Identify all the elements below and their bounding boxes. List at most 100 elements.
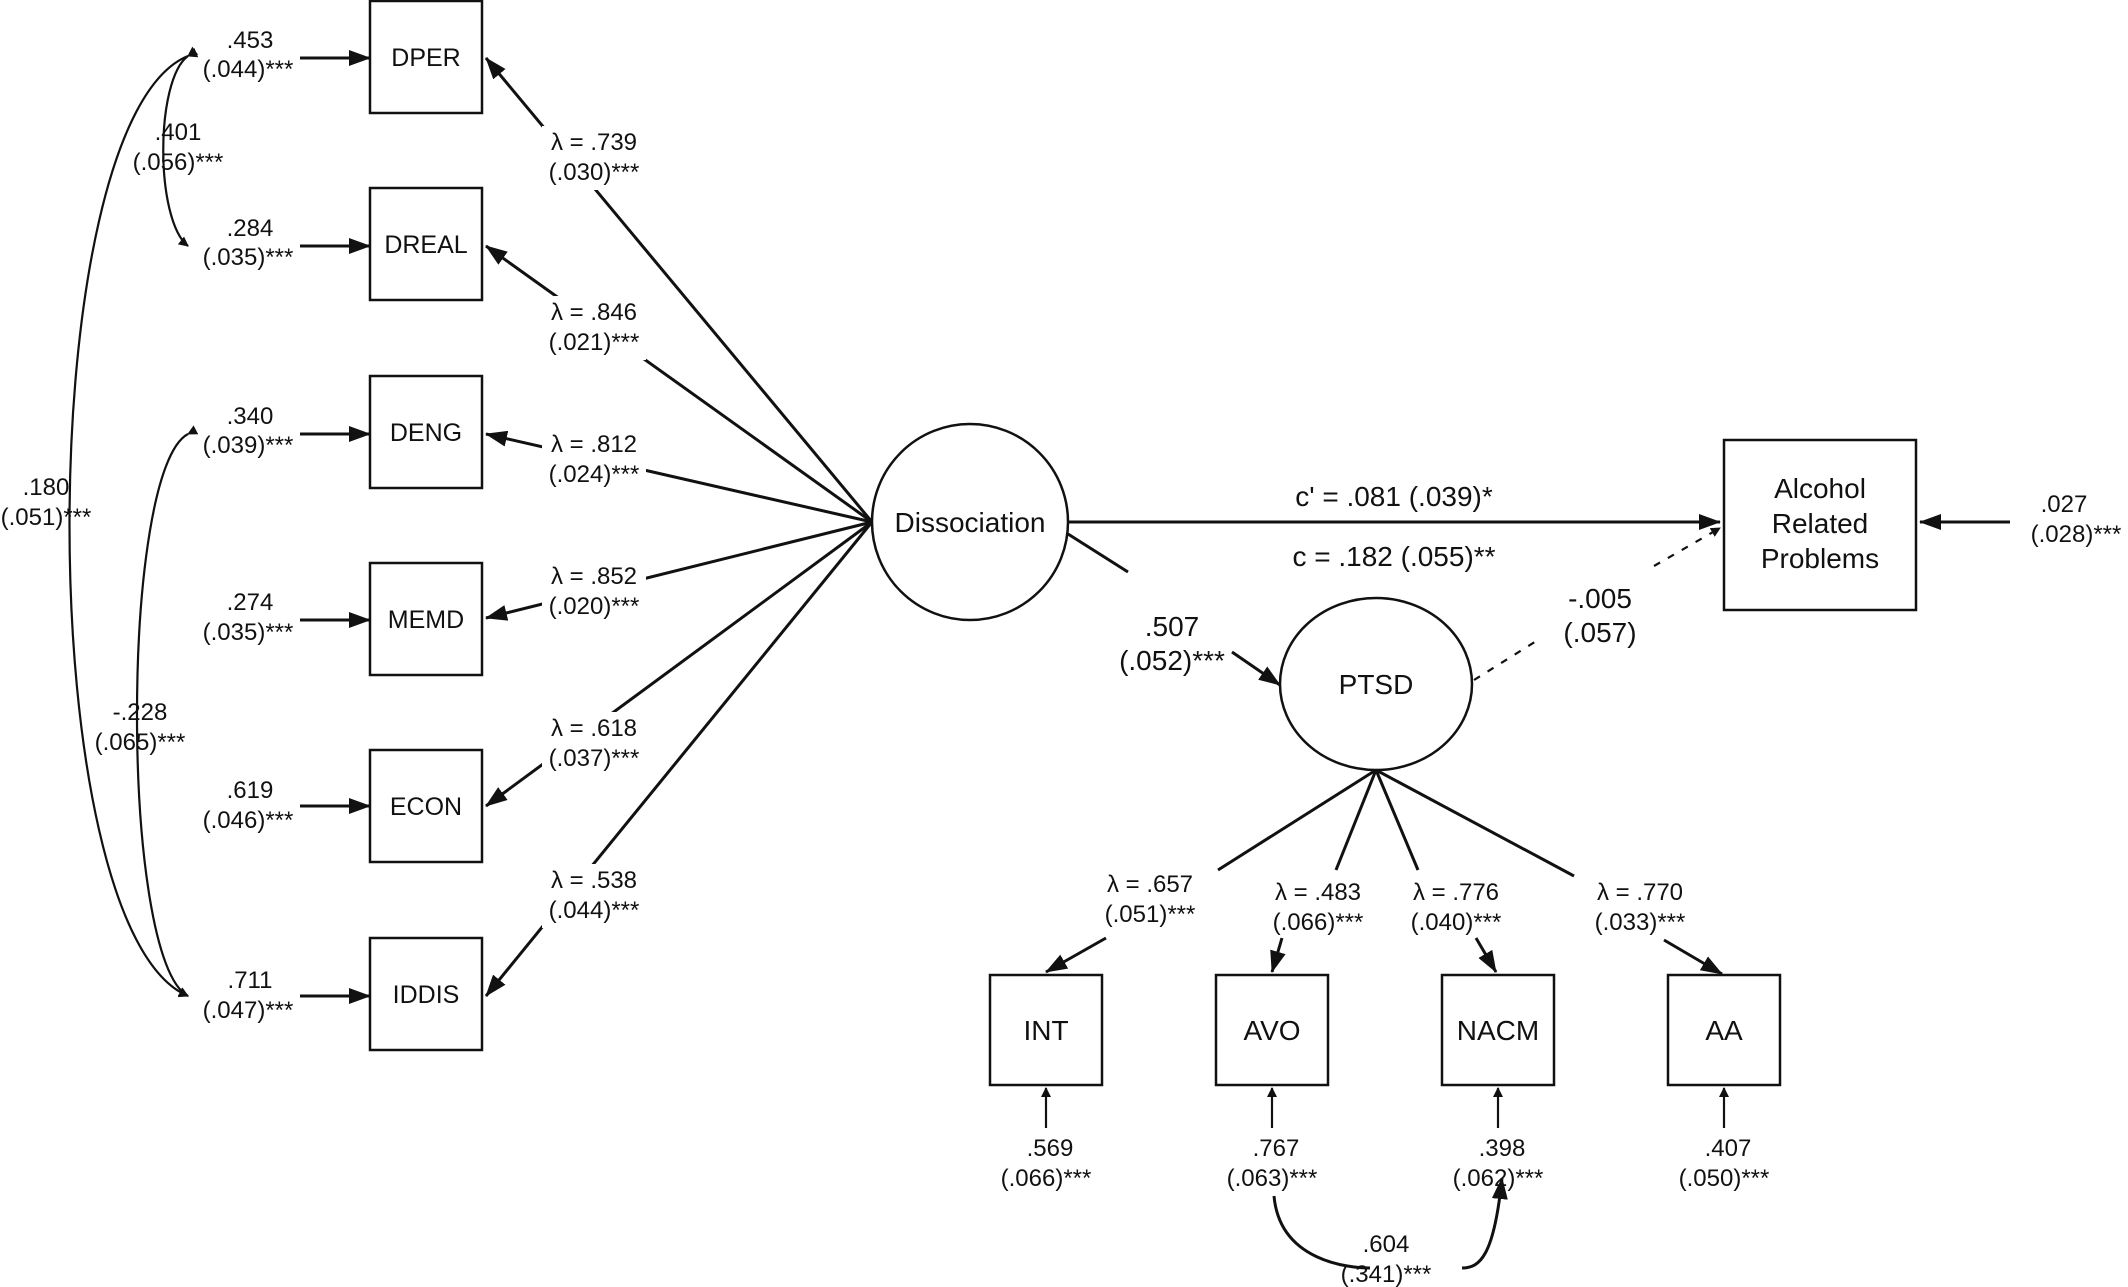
- indicator-box-iddis: [368, 936, 484, 1052]
- loading-se-deng: (.024)***: [549, 461, 640, 488]
- error-est-iddis: .711: [228, 967, 273, 994]
- correlation-se-deng-iddis: (.065)***: [95, 729, 186, 756]
- path-a-se: (.052)***: [1119, 645, 1225, 676]
- ptsd-loading-arrow-int: [1045, 936, 1107, 974]
- ptsd-loading-arrow-nacm: [1474, 937, 1498, 973]
- loading-dreal: λ = .846: [551, 299, 637, 326]
- ptsd-loading-se-int: (.051)***: [1105, 901, 1196, 928]
- correlation-curve-deng-iddis: [135, 425, 199, 997]
- ptsd-error-se-aa: (.050)***: [1679, 1165, 1770, 1192]
- loading-dper: λ = .739: [551, 129, 637, 156]
- ptsd-indicator-box-aa: [1666, 973, 1782, 1087]
- latent-dissociation-label: Dissociation: [895, 507, 1046, 538]
- ptsd-error-est-nacm: .398: [1479, 1135, 1526, 1162]
- error-est-econ: .619: [227, 777, 274, 804]
- ptsd-loading-arrow-avo: [1270, 937, 1286, 973]
- loading-se-iddis: (.044)***: [549, 897, 640, 924]
- ptsd-indicator-label-nacm: NACM: [1457, 1015, 1539, 1046]
- ptsd-loading-int: λ = .657: [1107, 871, 1193, 898]
- error-est-memd: .274: [227, 589, 274, 616]
- loading-se-dper: (.030)***: [549, 159, 640, 186]
- indicator-label-memd: MEMD: [388, 606, 464, 634]
- ptsd-loading-se-avo: (.066)***: [1273, 909, 1364, 936]
- outcome-error-se: (.028)***: [2031, 521, 2122, 548]
- ptsd-loading-se-aa: (.033)***: [1595, 909, 1686, 936]
- error-se-memd: (.035)***: [203, 619, 294, 646]
- indicator-box-econ: [368, 748, 484, 864]
- outcome-label-line3: Problems: [1761, 543, 1879, 574]
- loading-se-dreal: (.021)***: [549, 329, 640, 356]
- ptsd-loading-aa: λ = .770: [1597, 879, 1683, 906]
- ptsd-error-se-avo: (.063)***: [1227, 1165, 1318, 1192]
- path-a-arrow: [1231, 650, 1281, 687]
- error-se-iddis: (.047)***: [203, 997, 294, 1024]
- outcome-error-est: .027: [2041, 491, 2088, 518]
- correlation-curve-dper-dreal: [162, 46, 199, 247]
- loading-se-econ: (.037)***: [549, 745, 640, 772]
- ptsd-error-est-int: .569: [1027, 1135, 1074, 1162]
- error-se-econ: (.046)***: [203, 807, 294, 834]
- error-se-dreal: (.035)***: [203, 244, 294, 271]
- indicator-label-deng: DENG: [390, 419, 462, 447]
- correlation-se-dper-iddis: (.051)***: [1, 504, 92, 531]
- loading-iddis: λ = .538: [551, 867, 637, 894]
- indicator-label-econ: ECON: [390, 793, 462, 821]
- correlation-est-dper-dreal: .401: [155, 119, 202, 146]
- path-b-segment: [1473, 639, 1539, 681]
- ptsd-indicator-box-nacm: [1440, 973, 1556, 1087]
- ptsd-error-est-aa: .407: [1705, 1135, 1752, 1162]
- indicator-box-memd: [368, 561, 484, 677]
- loading-deng: λ = .812: [551, 431, 637, 458]
- outcome-box: [1722, 438, 1918, 612]
- ptsd-loading-nacm: λ = .776: [1413, 879, 1499, 906]
- direct-path-label: c' = .081 (.039)*: [1295, 481, 1493, 512]
- loading-path-dreal: [485, 244, 873, 524]
- correlation-est-deng-iddis: -.228: [113, 699, 168, 726]
- error-se-deng: (.039)***: [203, 432, 294, 459]
- ptsd-loading-segment-avo: [1334, 769, 1378, 871]
- loading-memd: λ = .852: [551, 563, 637, 590]
- error-est-deng: .340: [227, 403, 274, 430]
- ptsd-indicator-box-avo: [1214, 973, 1330, 1087]
- indicator-box-deng: [368, 374, 484, 490]
- outcome-label-line2: Related: [1772, 508, 1869, 539]
- ptsd-loading-se-nacm: (.040)***: [1411, 909, 1502, 936]
- path-b-arrow: [1653, 527, 1721, 567]
- ptsd-loading-arrow-aa: [1663, 938, 1723, 976]
- ptsd-error-correlation-est: .604: [1363, 1231, 1410, 1258]
- path-b-se: (.057): [1563, 617, 1636, 648]
- correlation-se-dper-dreal: (.056)***: [133, 149, 224, 176]
- latent-ptsd-label: PTSD: [1339, 669, 1414, 700]
- ptsd-indicator-label-avo: AVO: [1243, 1015, 1300, 1046]
- path-a-est: .507: [1145, 611, 1200, 642]
- ptsd-loading-avo: λ = .483: [1275, 879, 1361, 906]
- indicator-box-dreal: [368, 186, 484, 302]
- error-se-dper: (.044)***: [203, 56, 294, 83]
- ptsd-indicator-label-int: INT: [1023, 1015, 1068, 1046]
- ptsd-error-se-int: (.066)***: [1001, 1165, 1092, 1192]
- ptsd-loading-segment-nacm: [1374, 769, 1420, 871]
- path-a-segment: [1067, 532, 1129, 574]
- loading-se-memd: (.020)***: [549, 593, 640, 620]
- indicator-label-dreal: DREAL: [384, 231, 467, 259]
- error-est-dper: .453: [227, 27, 274, 54]
- ptsd-indicator-label-aa: AA: [1705, 1015, 1743, 1046]
- outcome-label-line1: Alcohol: [1774, 473, 1866, 504]
- ptsd-error-correlation-se: (.341)***: [1341, 1261, 1432, 1287]
- ptsd-loading-segment-aa: [1375, 768, 1575, 878]
- indicator-box-dper: [368, 0, 484, 115]
- indicator-label-dper: DPER: [391, 44, 460, 72]
- correlation-curve-dper-iddis: [68, 47, 199, 998]
- indicator-label-iddis: IDDIS: [393, 981, 460, 1009]
- ptsd-error-correlation-curve: [1272, 1178, 1502, 1270]
- total-path-label: c = .182 (.055)**: [1292, 541, 1495, 572]
- path-b-est: -.005: [1568, 583, 1632, 614]
- error-est-dreal: .284: [227, 215, 274, 242]
- ptsd-error-est-avo: .767: [1253, 1135, 1300, 1162]
- ptsd-loading-segment-int: [1217, 768, 1377, 872]
- correlation-est-dper-iddis: .180: [23, 474, 70, 501]
- ptsd-error-se-nacm: (.062)***: [1453, 1165, 1544, 1192]
- loading-econ: λ = .618: [551, 715, 637, 742]
- ptsd-indicator-box-int: [988, 973, 1104, 1087]
